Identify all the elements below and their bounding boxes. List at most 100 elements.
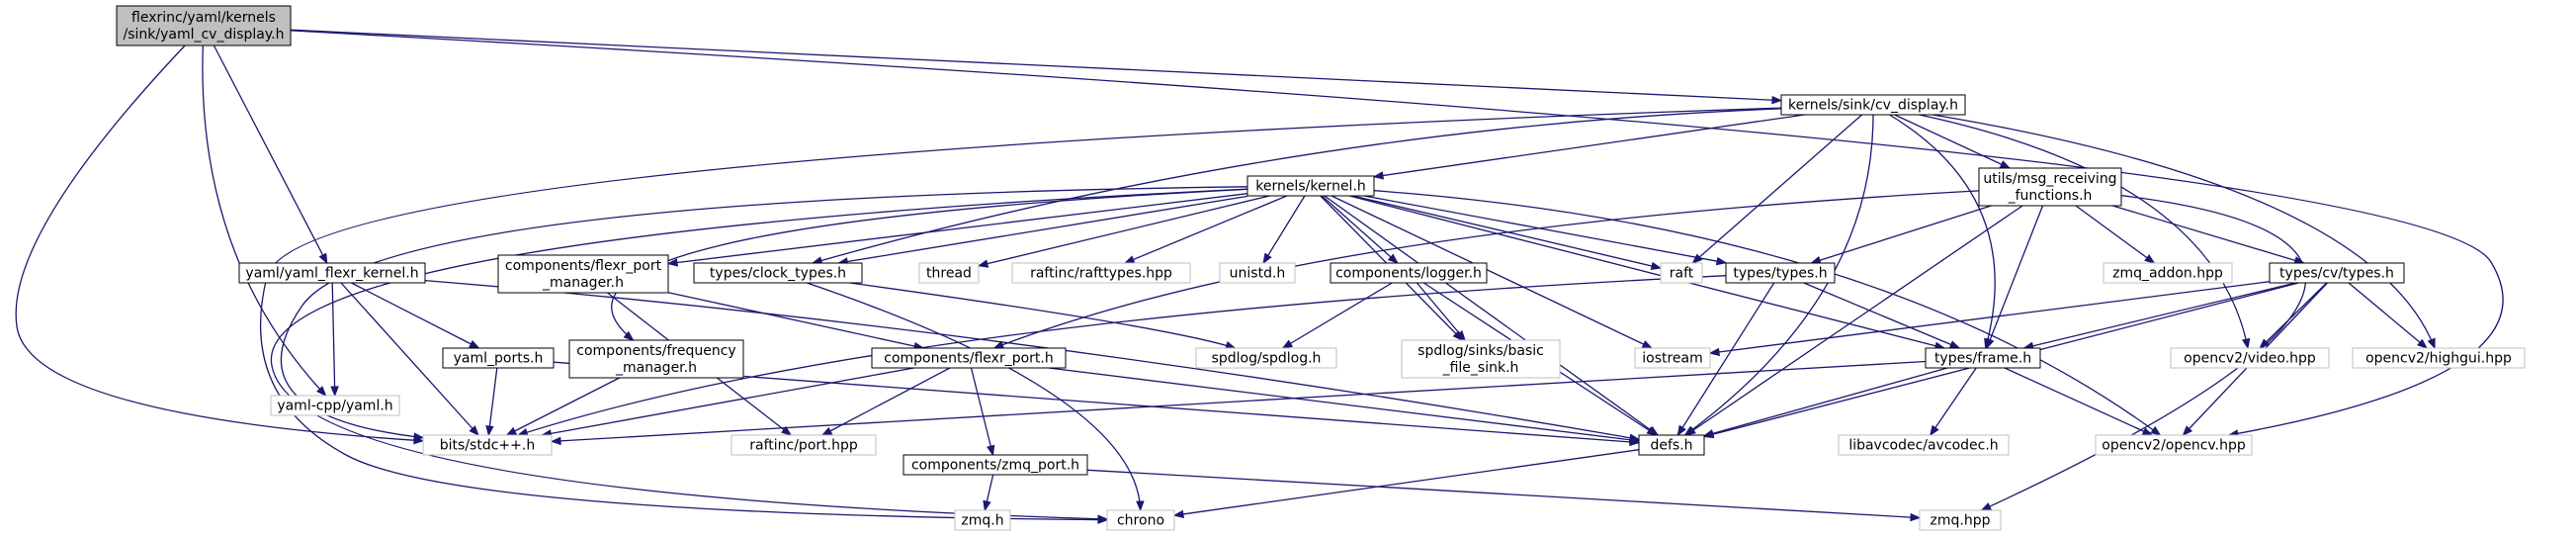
node-box [1925, 347, 2041, 369]
node-root[interactable]: flexrinc/yaml/kernels/sink/yaml_cv_displ… [116, 5, 292, 46]
edge-arrowhead [781, 425, 793, 436]
node-thread: thread [918, 262, 980, 284]
node-frequency-manager[interactable]: components/frequency_manager.h [568, 339, 744, 379]
edge-root-to-yaml_cpp [202, 45, 327, 398]
node-box [1919, 509, 2002, 531]
edge-arrowhead [413, 432, 425, 441]
node-label: flexrinc/yaml/kernels [131, 10, 276, 26]
node-label: thread [926, 266, 972, 282]
node-zmq-port[interactable]: components/zmq_port.h [902, 454, 1088, 476]
node-label: yaml-cpp/yaml.h [277, 399, 392, 414]
node-label: _file_sink.h [1442, 360, 1519, 376]
edge-arrowhead [469, 339, 480, 349]
node-yaml-flexr-kernel[interactable]: yaml/yaml_flexr_kernel.h [238, 262, 426, 284]
node-raft: raft [1660, 262, 1703, 284]
node-box [116, 5, 292, 46]
node-clock-types[interactable]: types/clock_types.h [693, 262, 863, 284]
edge-arrowhead [485, 425, 494, 437]
node-box [1330, 262, 1488, 284]
edge-msg_receiving-to-defs [1684, 205, 2023, 436]
edge-arrowhead [1702, 429, 1715, 438]
edge-arrowhead [2141, 427, 2154, 436]
edge-arrowhead [1910, 512, 1922, 522]
node-cv-display[interactable]: kernels/sink/cv_display.h [1780, 94, 1966, 116]
node-label: libavcodec/avcodec.h [1848, 438, 1998, 454]
node-box [1638, 434, 1705, 456]
edge-arrowhead [1641, 340, 1654, 349]
edge-arrowhead [1980, 502, 1993, 511]
node-label: raftinc/port.hpp [749, 438, 858, 454]
node-bits-stdcpp: bits/stdc++.h [422, 434, 553, 456]
node-flexr-port[interactable]: components/flexr_port.h [871, 347, 1067, 369]
node-label: utils/msg_receiving [1983, 171, 2116, 187]
node-label: components/flexr_port.h [884, 351, 1053, 367]
node-label: yaml_ports.h [454, 351, 544, 367]
edge-arrowhead [316, 386, 327, 398]
node-label: opencv2/opencv.hpp [2102, 438, 2246, 454]
node-label: bits/stdc++.h [440, 438, 535, 454]
edge-arrowhead [1455, 330, 1466, 342]
node-box [2269, 262, 2405, 284]
edge-arrowhead [1123, 255, 1136, 264]
node-defs[interactable]: defs.h [1638, 434, 1705, 456]
node-label: unistd.h [1230, 266, 1286, 282]
edge-msg_receiving-to-frame [1986, 205, 2044, 350]
edge-arrowhead [983, 499, 991, 512]
edge-flexr_port-to-defs [1048, 367, 1641, 444]
node-zmq-hpp: zmq.hpp [1919, 509, 2002, 531]
edge-kernel-to-unistd [1262, 195, 1306, 265]
node-box [918, 262, 980, 284]
edge-arrowhead [1930, 424, 1939, 437]
node-label: iostream [1642, 351, 1703, 367]
edge-cv_display-to-opencv_highgui [1932, 114, 2436, 350]
edge-kernel-to-logger [1321, 195, 1399, 264]
edge-yaml_ports-to-bits_stdcpp [485, 367, 498, 437]
edge-arrowhead [1646, 426, 1658, 436]
node-cv-types[interactable]: types/cv/types.h [2269, 262, 2405, 284]
edge-kernel-to-flexr_port_manager [666, 193, 1248, 267]
node-types-h[interactable]: types/types.h [1725, 262, 1836, 284]
edge-cv_types-to-opencv_video [2259, 282, 2328, 349]
node-label: _manager.h [542, 275, 624, 291]
node-box [1195, 347, 1337, 369]
node-logger[interactable]: components/logger.h [1330, 262, 1488, 284]
node-box [442, 347, 555, 369]
node-kernel[interactable]: kernels/kernel.h [1246, 175, 1375, 197]
node-box [2352, 347, 2526, 369]
edge-arrowhead [1372, 171, 1384, 180]
node-label: components/frequency [576, 343, 735, 359]
node-box [568, 339, 744, 379]
edge-arrowhead [2182, 425, 2193, 436]
edge-arrowhead [987, 444, 995, 457]
node-iostream: iostream [1634, 347, 1711, 369]
node-label: _manager.h [615, 360, 697, 376]
edge-types_h-to-defs [1676, 282, 1775, 437]
node-rafttypes: raftinc/rafttypes.hpp [1011, 262, 1191, 284]
node-yaml-ports[interactable]: yaml_ports.h [442, 347, 555, 369]
node-box [1011, 262, 1191, 284]
node-label: chrono [1117, 513, 1164, 529]
edge-frame-to-avcodec [1930, 367, 1977, 437]
edge-root-to-bits_stdcpp [15, 45, 425, 445]
node-box [2170, 347, 2330, 369]
node-label: zmq.hpp [1931, 513, 1991, 529]
edge-arrowhead [1986, 337, 1995, 350]
node-label: components/flexr_port [505, 258, 662, 274]
edge-cv_types-to-frame [2022, 282, 2296, 350]
node-box [422, 434, 553, 456]
node-box [902, 454, 1088, 476]
edge-zmq_port-to-zmq_h [983, 474, 994, 512]
edge-arrowhead [505, 426, 518, 436]
node-yaml-cpp: yaml-cpp/yaml.h [270, 395, 400, 416]
node-label: components/logger.h [1335, 266, 1482, 282]
edge-cv_display-to-raft [1691, 114, 1863, 264]
edge-cv_display-to-kernel [1372, 114, 1805, 180]
edge-arrowhead [1771, 95, 1783, 105]
edge-msg_receiving-to-types_h [1810, 205, 1992, 265]
node-frame[interactable]: types/frame.h [1925, 347, 2041, 369]
edge-kernel-to-chrono [270, 188, 1248, 523]
node-msg-receiving[interactable]: utils/msg_receiving_functions.h [1978, 167, 2122, 207]
node-flexr-port-manager[interactable]: components/flexr_port_manager.h [497, 254, 669, 294]
edge-yaml_flexr_kernel-to-yaml_cpp [330, 282, 339, 398]
